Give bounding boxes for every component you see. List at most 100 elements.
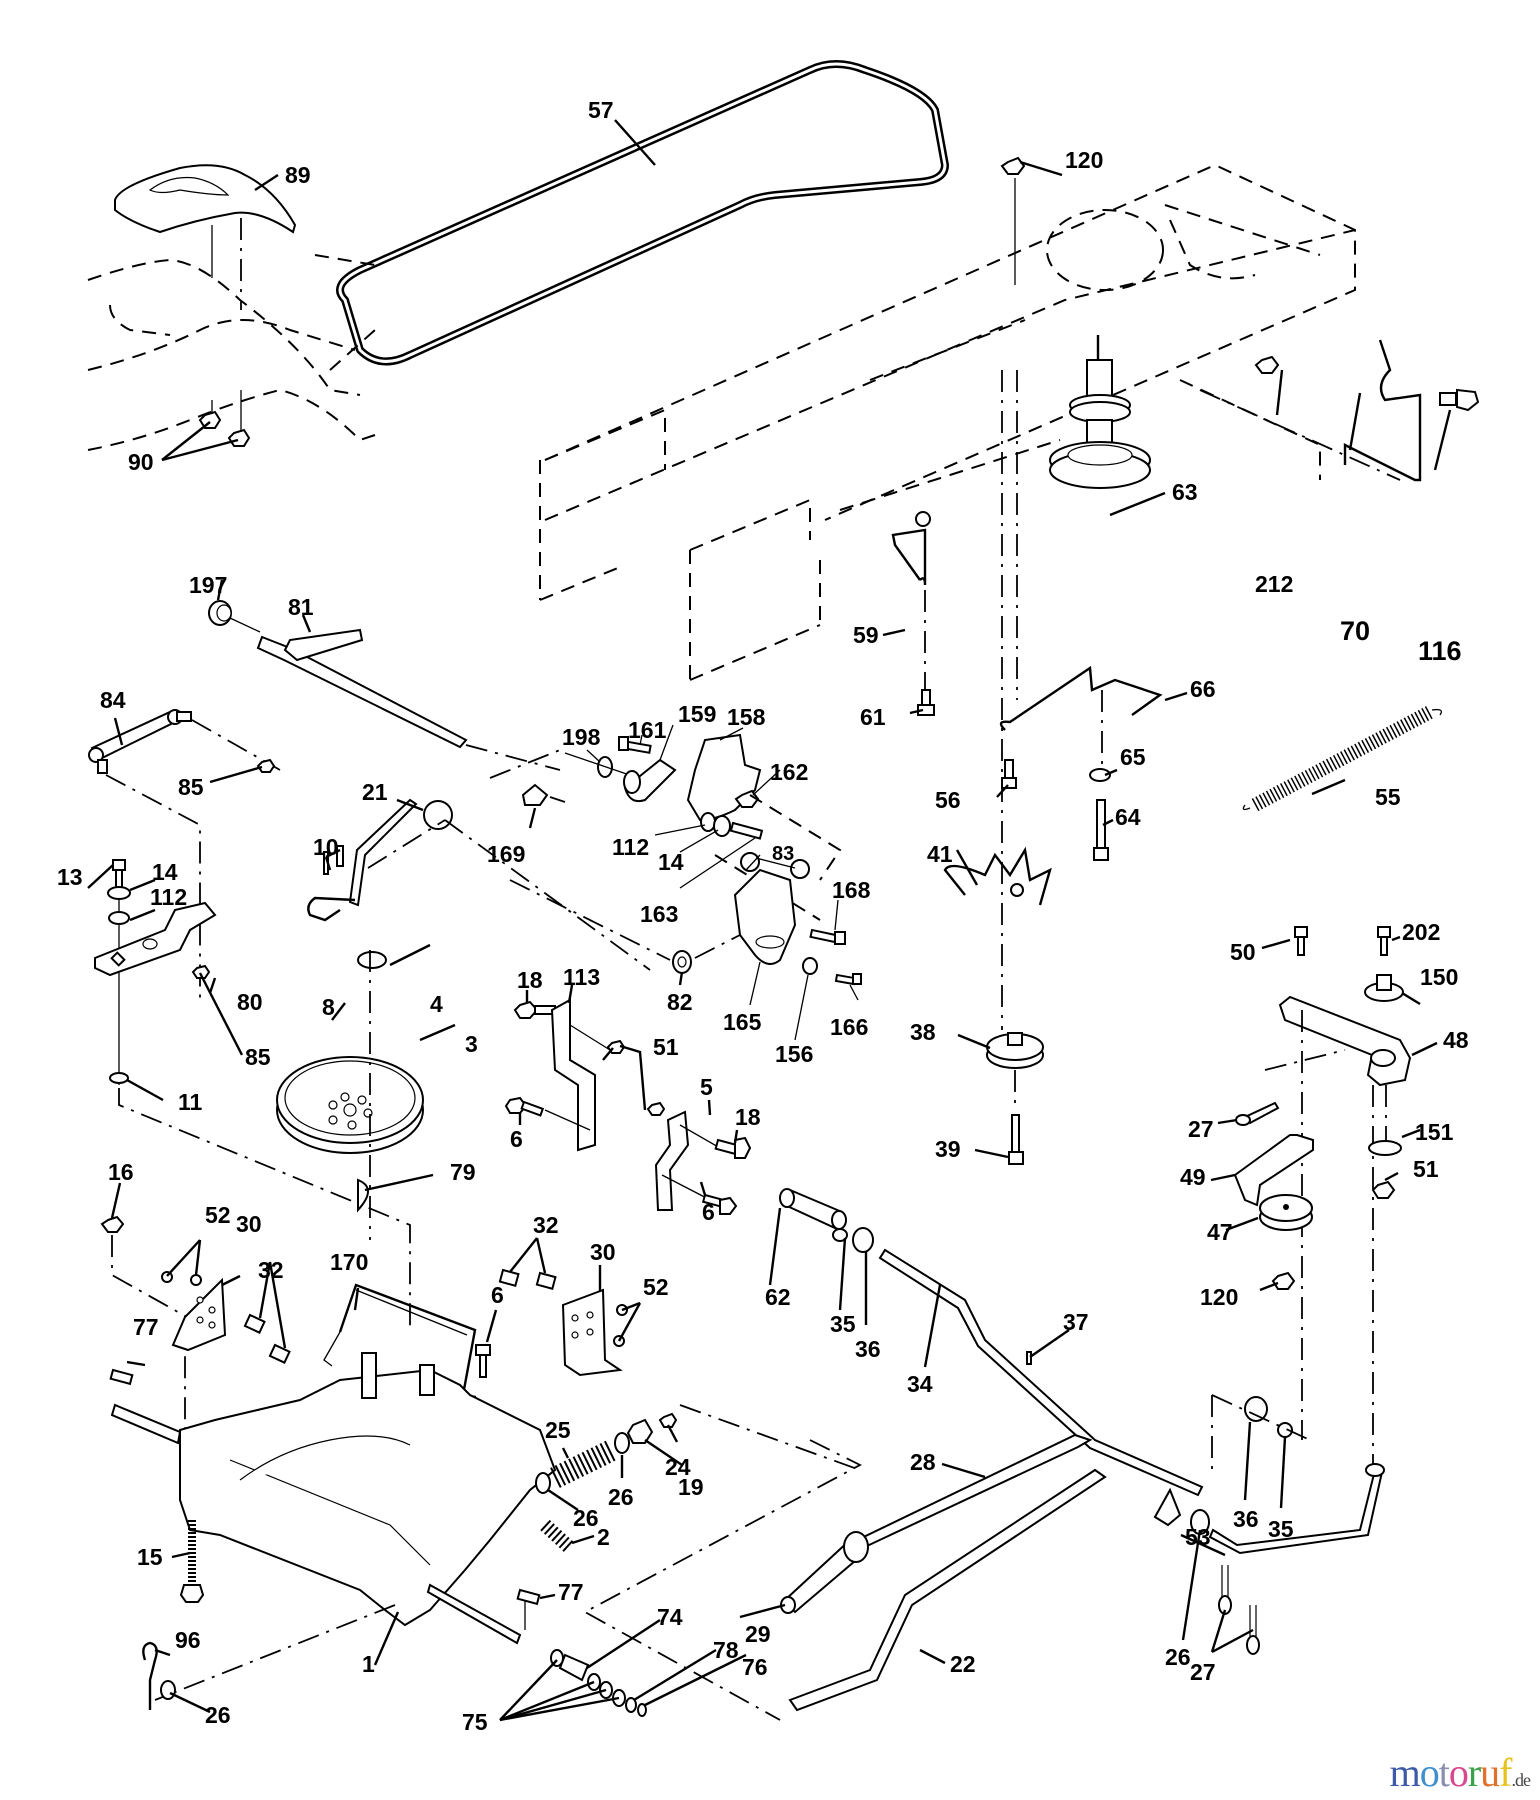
callout-50[interactable]: 50 (1230, 939, 1256, 965)
callout-156[interactable]: 156 (775, 1041, 813, 1067)
nut-120-top[interactable] (1000, 156, 1026, 175)
callout-49[interactable]: 49 (1180, 1164, 1206, 1190)
washer-26-c[interactable] (160, 1680, 176, 1700)
callout-36-b[interactable]: 36 (1233, 1506, 1259, 1532)
callout-10[interactable]: 10 (313, 834, 339, 860)
callout-35-b[interactable]: 35 (1268, 1516, 1294, 1542)
callout-82[interactable]: 82 (667, 989, 693, 1015)
bolt-161[interactable] (618, 736, 652, 754)
bolt-18-b[interactable] (714, 1136, 752, 1159)
key-79[interactable] (357, 1178, 369, 1213)
callout-30-a[interactable]: 30 (236, 1211, 262, 1237)
callout-85-a[interactable]: 85 (178, 774, 204, 800)
bolt-116[interactable] (1439, 388, 1480, 412)
idler-bracket-48[interactable] (1278, 995, 1412, 1087)
bracket-159[interactable] (623, 758, 677, 803)
callout-56[interactable]: 56 (935, 787, 961, 813)
bolt-15[interactable] (179, 1520, 205, 1603)
nut-51-b[interactable] (1371, 1180, 1396, 1199)
callout-83[interactable]: 83 (772, 843, 794, 865)
grip-29[interactable] (780, 1531, 869, 1614)
bracket-113[interactable] (550, 998, 596, 1152)
callout-27-a[interactable]: 27 (1188, 1116, 1214, 1142)
bolt-6-b[interactable] (475, 1344, 491, 1378)
spring-2[interactable] (540, 1519, 575, 1554)
pin-37[interactable] (1026, 1351, 1032, 1365)
key-77-a[interactable] (109, 1368, 134, 1386)
callout-202[interactable]: 202 (1402, 919, 1440, 945)
callout-26-a[interactable]: 26 (608, 1484, 634, 1510)
callout-90[interactable]: 90 (128, 449, 154, 475)
washer-26-b[interactable] (535, 1472, 551, 1494)
retaining-ring-4[interactable] (357, 951, 387, 969)
callout-32-a[interactable]: 32 (258, 1257, 284, 1283)
washer-36-a[interactable] (852, 1227, 874, 1253)
washer-65[interactable] (1089, 768, 1111, 782)
callout-113[interactable]: 113 (563, 964, 600, 990)
callout-89[interactable]: 89 (285, 162, 311, 188)
washer-151[interactable] (1368, 1140, 1402, 1156)
bolt-13[interactable] (112, 859, 126, 889)
callout-26-b[interactable]: 26 (573, 1505, 599, 1531)
bushing-197[interactable] (208, 600, 232, 626)
bolt-202[interactable] (1377, 926, 1391, 956)
callout-212[interactable]: 212 (1255, 571, 1293, 597)
callout-64[interactable]: 64 (1115, 804, 1141, 830)
callout-75[interactable]: 75 (462, 1709, 488, 1735)
rod-84[interactable] (88, 709, 192, 774)
bracket-30-a[interactable] (171, 1277, 227, 1352)
callout-19[interactable]: 19 (678, 1474, 704, 1500)
callout-13[interactable]: 13 (57, 864, 83, 890)
bolts-32-b[interactable] (498, 1268, 557, 1290)
callout-38[interactable]: 38 (910, 1019, 936, 1045)
callout-8[interactable]: 8 (322, 994, 335, 1020)
callout-29[interactable]: 29 (745, 1621, 771, 1647)
washer-14-b[interactable] (713, 815, 731, 837)
bolt-64[interactable] (1093, 799, 1109, 861)
callout-18-a[interactable]: 18 (517, 967, 543, 993)
callout-79[interactable]: 79 (450, 1159, 476, 1185)
callout-28[interactable]: 28 (910, 1449, 936, 1475)
cotter-pins-27-b[interactable] (1218, 1565, 1260, 1655)
callout-151[interactable]: 151 (1415, 1119, 1454, 1145)
rod-28[interactable] (845, 1433, 1093, 1555)
callout-165[interactable]: 165 (723, 1009, 762, 1035)
bracket-5[interactable] (654, 1110, 690, 1211)
washer-112-b[interactable] (700, 812, 716, 832)
callout-26-c[interactable]: 26 (205, 1702, 231, 1728)
clip-169[interactable] (521, 783, 549, 806)
bolt-6-a[interactable] (504, 1096, 545, 1117)
cotter-pin-27-a[interactable] (1235, 1101, 1280, 1126)
bushing-62[interactable] (779, 1188, 847, 1230)
bolt-39[interactable] (1008, 1114, 1024, 1165)
callout-47[interactable]: 47 (1207, 1219, 1233, 1245)
rod-53[interactable] (1208, 1463, 1385, 1555)
callout-158[interactable]: 158 (727, 704, 766, 730)
nut-24[interactable] (658, 1412, 678, 1428)
callout-37[interactable]: 37 (1063, 1309, 1089, 1335)
bolt-18-a[interactable] (513, 1000, 556, 1019)
callout-63[interactable]: 63 (1172, 479, 1198, 505)
callout-150[interactable]: 150 (1420, 964, 1458, 990)
callout-166[interactable]: 166 (830, 1014, 868, 1040)
callout-2[interactable]: 2 (597, 1524, 610, 1550)
callout-34[interactable]: 34 (907, 1371, 933, 1397)
callout-65[interactable]: 65 (1120, 744, 1146, 770)
transaxle-pulley-3[interactable] (276, 1056, 424, 1154)
callout-112-b[interactable]: 112 (150, 884, 187, 910)
callout-51-b[interactable]: 51 (1413, 1156, 1439, 1182)
callout-61[interactable]: 61 (860, 704, 886, 730)
callout-161[interactable]: 161 (628, 717, 667, 743)
callout-120-top[interactable]: 120 (1065, 147, 1103, 173)
callout-76[interactable]: 76 (742, 1654, 768, 1680)
callout-74[interactable]: 74 (657, 1604, 683, 1630)
bolt-50[interactable] (1294, 926, 1308, 956)
clip-82[interactable] (672, 950, 692, 974)
callout-198[interactable]: 198 (562, 724, 601, 750)
callout-66[interactable]: 66 (1190, 676, 1216, 702)
engine-pulley-63[interactable] (1049, 335, 1151, 489)
washer-26-a[interactable] (614, 1432, 630, 1454)
bushing-35-a[interactable] (832, 1228, 848, 1242)
washer-36-b[interactable] (1244, 1396, 1268, 1422)
callout-18-b[interactable]: 18 (735, 1104, 761, 1130)
